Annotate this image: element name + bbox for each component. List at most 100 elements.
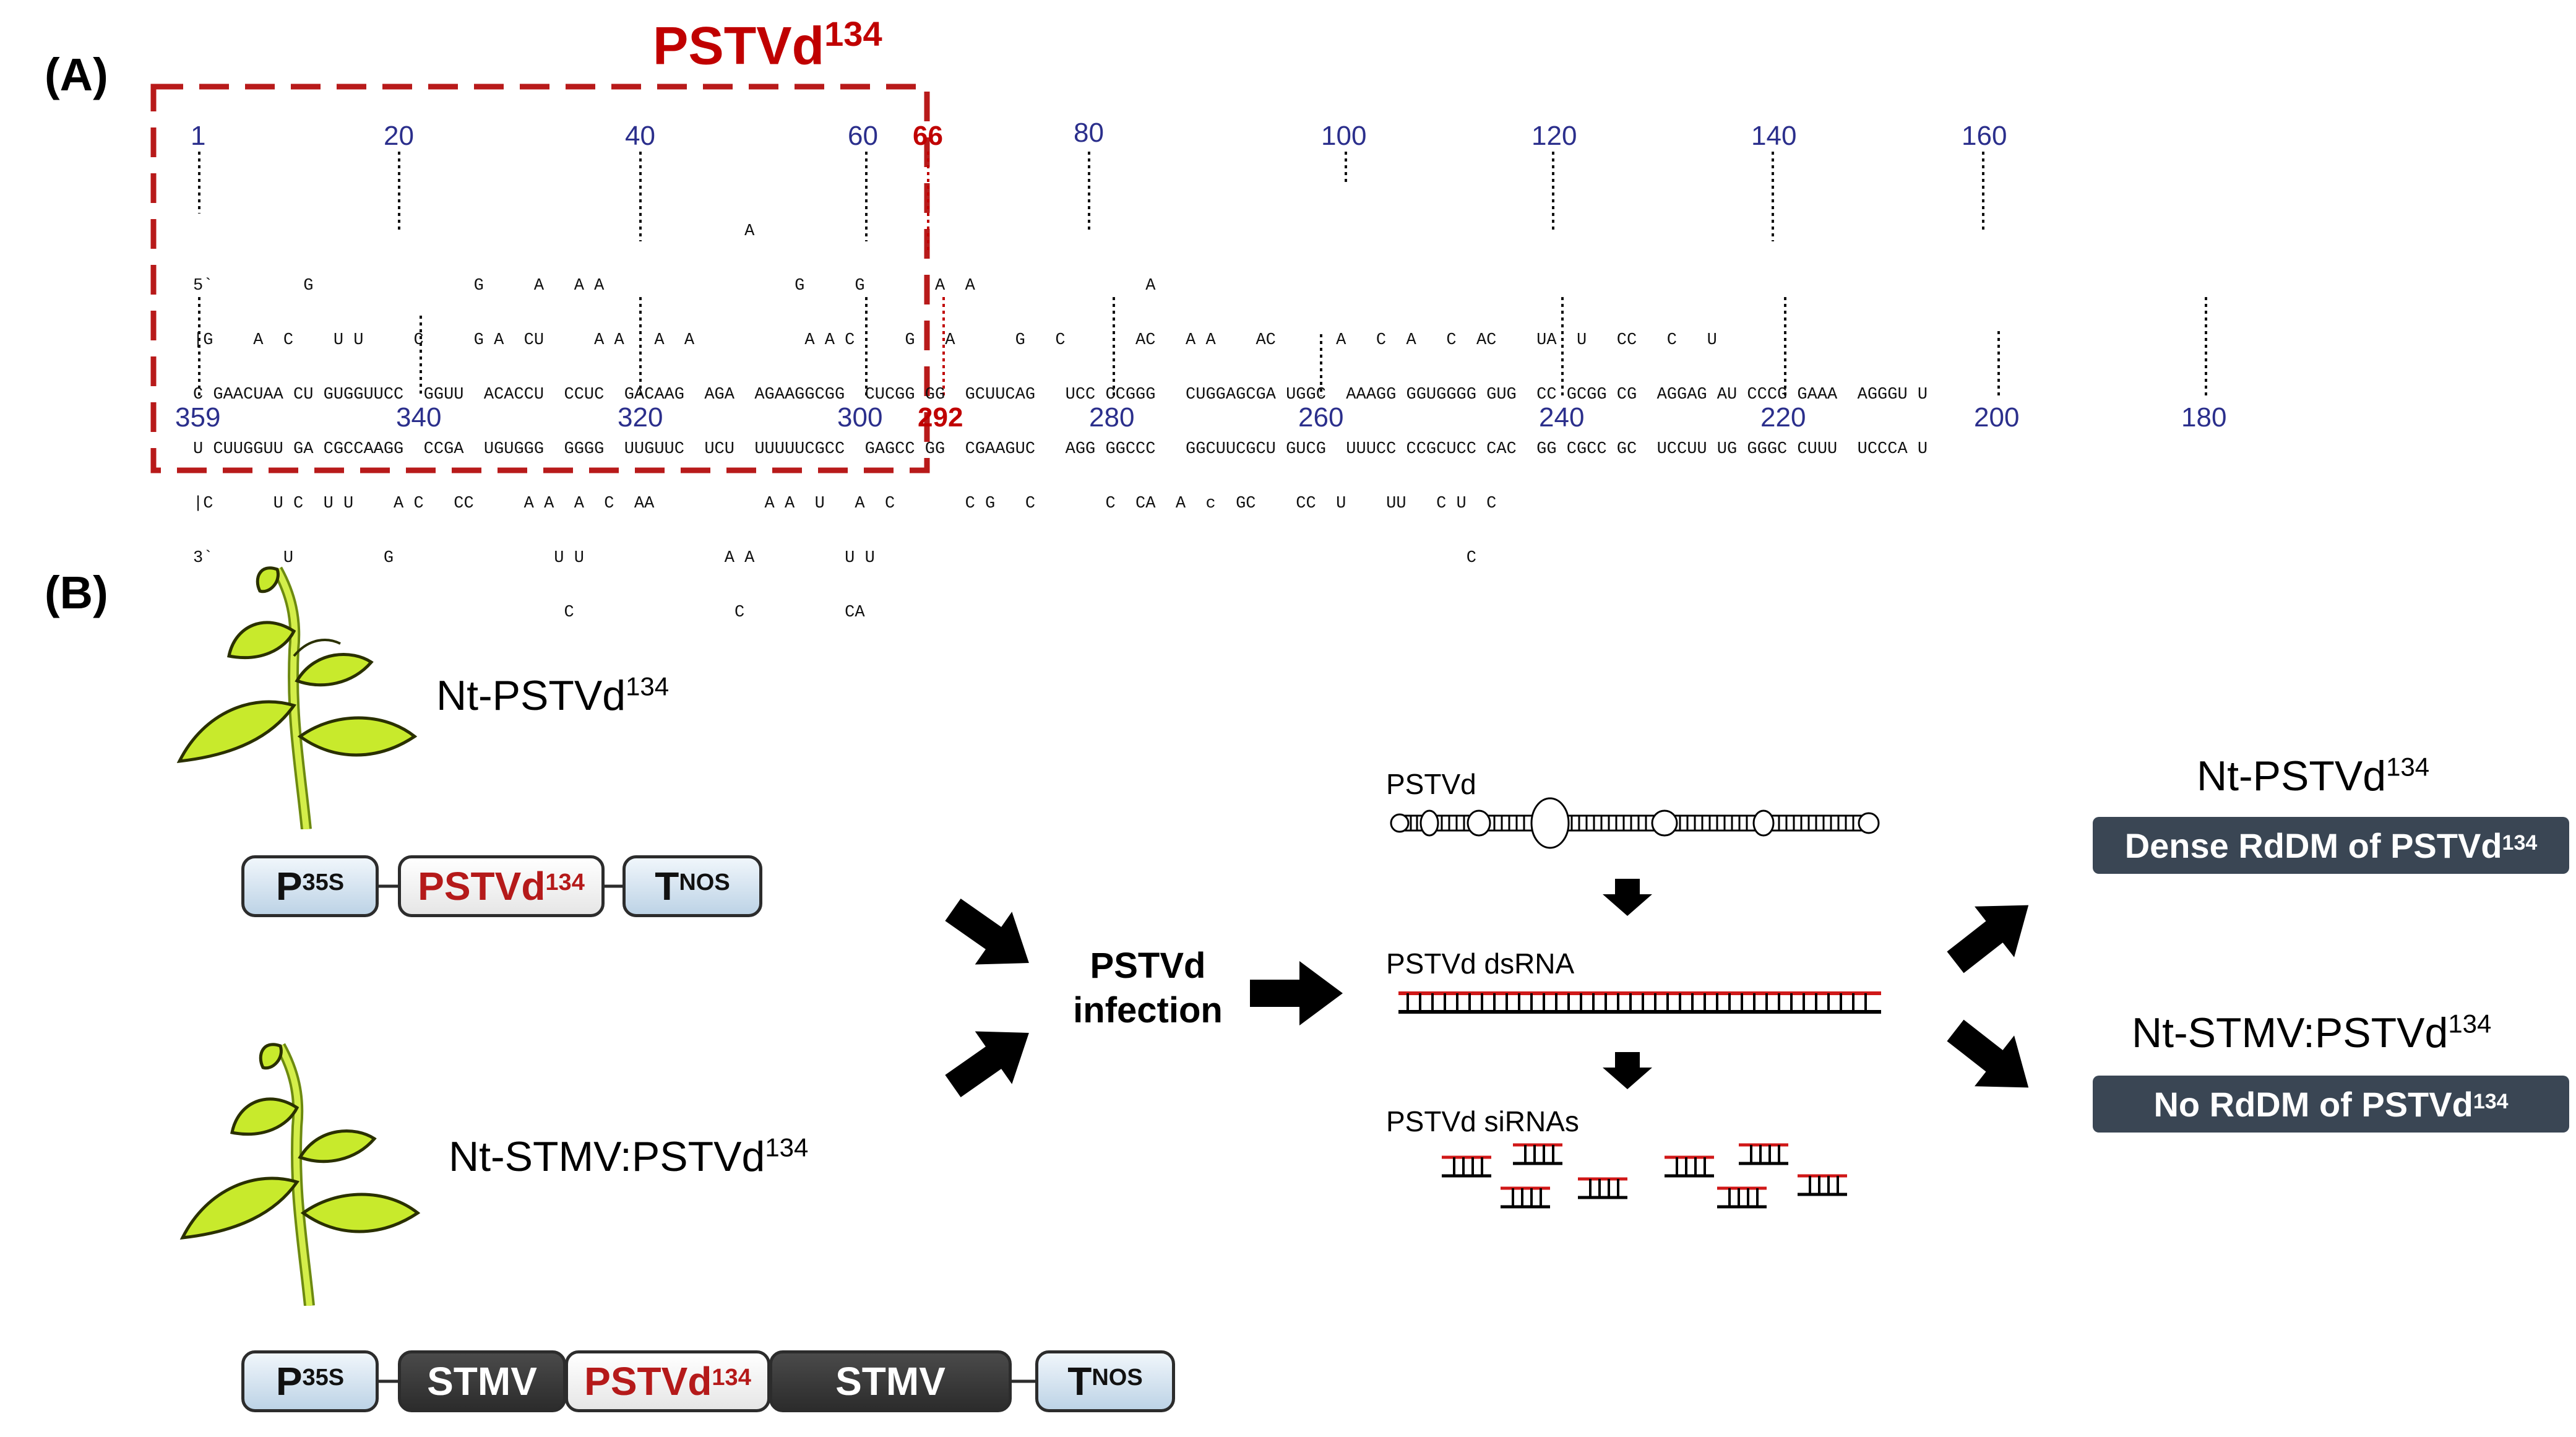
pstvd-dsrna-label: PSTVd dsRNA: [1386, 947, 1575, 980]
outcome-2-box-sup: 134: [2473, 1089, 2509, 1113]
construct-2-stmv-right-box: STMV: [769, 1350, 1012, 1412]
num-20: 20: [384, 121, 414, 151]
plant-2-label-text: Nt-STMV:PSTVd: [449, 1133, 765, 1180]
down-arrow-1: [1603, 879, 1652, 916]
panel-a-label: (A): [45, 49, 108, 100]
pstvd-label: PSTVd: [1386, 768, 1476, 800]
sirna-7: [1717, 1186, 1767, 1209]
num-120: 120: [1531, 121, 1577, 151]
outcome-1-box-text: Dense RdDM of PSTVd: [2124, 826, 2502, 865]
pstvd-infection-label: PSTVd infection: [1052, 944, 1244, 1033]
outcome-1-title-text: Nt-PSTVd: [2197, 753, 2387, 800]
bottom-tick-lines: [198, 297, 2207, 396]
top-tick-lines: [198, 152, 1984, 241]
terminator-sup: NOS: [1092, 1364, 1143, 1391]
num-180: 180: [2181, 402, 2227, 433]
seq-row: |C U C U U A C CC A A A C AA A A U A C C…: [193, 494, 1497, 513]
infection-line-1: PSTVd: [1090, 946, 1206, 986]
plant-1-label: Nt-PSTVd134: [436, 671, 669, 720]
sirna-2: [1513, 1143, 1562, 1165]
num-340: 340: [396, 402, 442, 433]
sirna-8: [1798, 1174, 1847, 1196]
seq-row: U CUUGGUU GA CGCCAAGG CCGA UGUGGG GGGG U…: [193, 440, 1928, 459]
sirna-6: [1739, 1143, 1788, 1165]
num-1: 1: [191, 121, 206, 151]
promoter-sup: 35S: [302, 869, 345, 895]
outcome-1-title: Nt-PSTVd134: [2197, 752, 2429, 800]
stmv-text: STMV: [427, 1359, 537, 1404]
num-280: 280: [1089, 402, 1135, 433]
stmv-text: STMV: [835, 1359, 946, 1404]
seq-row: C C CA: [193, 603, 865, 622]
seq-row: 5` G G A A A G G A A A: [193, 277, 1156, 295]
num-300: 300: [837, 402, 883, 433]
seq-row: A: [193, 222, 755, 241]
box-title-text: PSTVd: [653, 16, 825, 76]
plant-2-label: Nt-STMV:PSTVd134: [449, 1133, 808, 1181]
num-220: 220: [1760, 402, 1806, 433]
num-240: 240: [1539, 402, 1585, 433]
panel-a-graphics: [150, 84, 2207, 473]
sirna-5: [1665, 1155, 1714, 1178]
insert-text: PSTVd: [584, 1359, 712, 1404]
num-100: 100: [1321, 121, 1367, 151]
plant-1-label-text: Nt-PSTVd: [436, 672, 626, 719]
plant-2-label-sup: 134: [765, 1133, 809, 1162]
sirna-1: [1442, 1155, 1491, 1178]
num-160: 160: [1962, 121, 2007, 151]
seq-row: |G A C U U C G A CU A A A A A A C G A G …: [193, 331, 1717, 350]
plant-1-label-sup: 134: [626, 671, 670, 701]
num-359: 359: [175, 402, 221, 433]
secondary-structure-sequence: A 5` G G A A A G G A A A |G A C U U C G …: [193, 191, 1928, 654]
plant-1-illustration: [176, 566, 418, 829]
box-title-sup: 134: [824, 14, 882, 53]
pstvd-structure: [1390, 797, 1880, 849]
seq-row: C GAACUAA CU GUGGUUCC GGUU ACACCU CCUC G…: [193, 386, 1928, 404]
terminator-sup: NOS: [679, 869, 730, 895]
pstvd134-box-title: PSTVd134: [653, 14, 882, 77]
insert-sup: 134: [545, 869, 585, 895]
num-80: 80: [1074, 118, 1104, 148]
num-260: 260: [1298, 402, 1344, 433]
construct-2-stmv-left-box: STMV: [398, 1350, 566, 1412]
outcome-2-title: Nt-STMV:PSTVd134: [2132, 1009, 2491, 1057]
down-arrow-2: [1603, 1052, 1652, 1089]
dsrna-duplex: [1398, 991, 1881, 1014]
num-292: 292: [918, 402, 963, 433]
num-60: 60: [848, 121, 878, 151]
outcome-2-title-text: Nt-STMV:PSTVd: [2132, 1009, 2449, 1056]
promoter-text: P: [275, 1359, 303, 1404]
pstvd134-dashed-box: [150, 84, 930, 473]
seq-row: 3` U G U U A A U U C: [193, 549, 1476, 567]
sirna-4: [1501, 1186, 1550, 1209]
terminator-text: T: [1067, 1359, 1092, 1404]
pstvd-sirnas-label: PSTVd siRNAs: [1386, 1105, 1579, 1137]
outcome-1-box-sup: 134: [2502, 831, 2538, 855]
sirna-3: [1578, 1177, 1627, 1199]
sirna-duplexes: [1442, 1143, 1847, 1209]
num-320: 320: [618, 402, 663, 433]
promoter-text: P: [275, 864, 303, 908]
outcome-2-box-text: No RdDM of PSTVd: [2153, 1084, 2473, 1124]
num-66: 66: [913, 121, 943, 151]
pstvd-structure-rungs: [1410, 816, 1854, 831]
num-140: 140: [1751, 121, 1797, 151]
terminator-text: T: [655, 864, 679, 908]
insert-text: PSTVd: [418, 864, 546, 908]
plant-2-illustration: [179, 1043, 421, 1306]
num-200: 200: [1974, 402, 2020, 433]
promoter-sup: 35S: [302, 1364, 345, 1391]
arrow-infection-to-pathway: [1250, 961, 1343, 1025]
infection-line-2: infection: [1073, 990, 1223, 1030]
arrow-plant1-to-infection: [934, 883, 1048, 990]
